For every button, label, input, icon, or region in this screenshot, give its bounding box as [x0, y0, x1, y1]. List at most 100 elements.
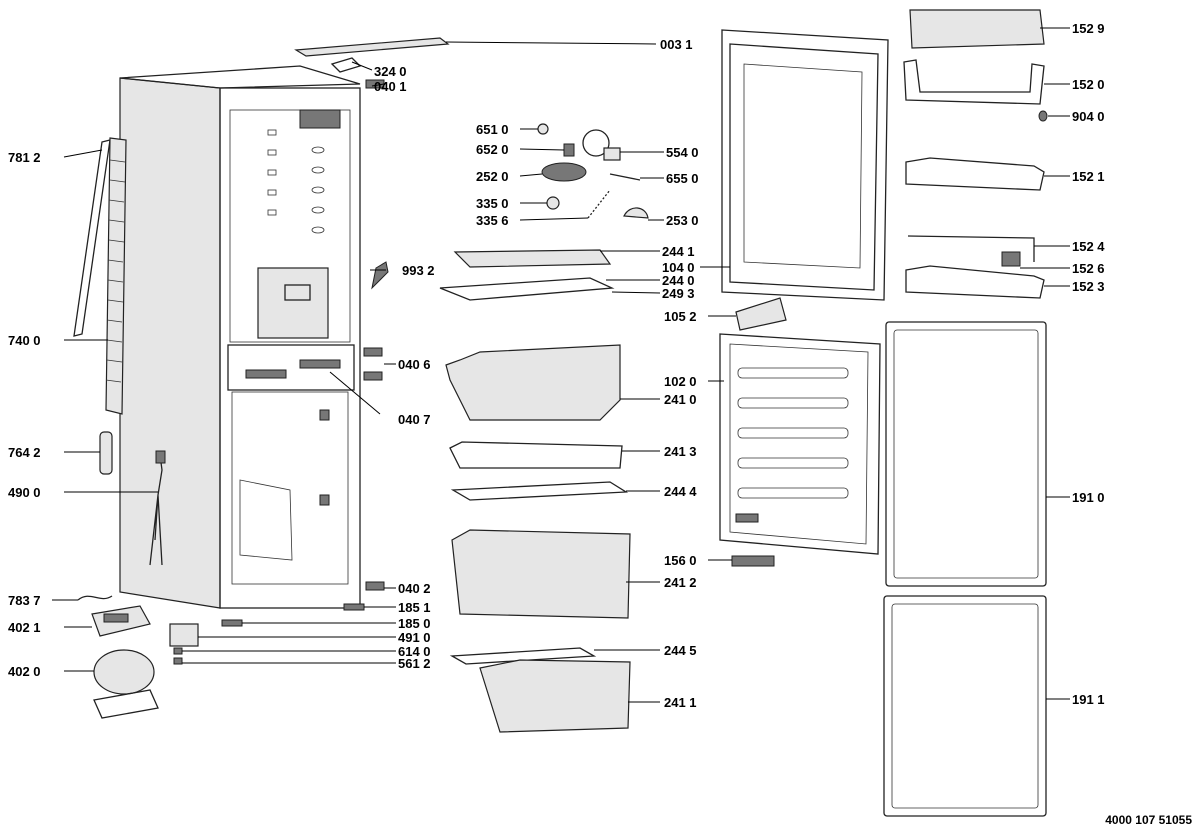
label-152-4: 152 4	[1072, 239, 1105, 254]
part-labels: 003 1 324 0 040 1 781 2 651 0 652 0 554 …	[8, 21, 1105, 710]
label-040-1: 040 1	[374, 79, 407, 94]
fridge-compartment	[229, 109, 351, 343]
cabinet-front-frame	[219, 87, 361, 609]
thermostat-block	[603, 147, 621, 161]
label-191-1: 191 1	[1072, 692, 1105, 707]
label-561-2: 561 2	[398, 656, 431, 671]
sensor-lead	[609, 173, 641, 181]
crisper-glass-cover	[450, 481, 629, 501]
freezer-door-badge	[735, 513, 759, 523]
cabinet-top	[119, 65, 361, 89]
lamp-bulb	[537, 123, 549, 135]
label-152-6: 152 6	[1072, 261, 1105, 276]
label-241-1: 241 1	[664, 695, 697, 710]
fridge-door	[721, 29, 889, 301]
label-102-0: 102 0	[664, 374, 697, 389]
label-402-1: 402 1	[8, 620, 41, 635]
label-651-0: 651 0	[476, 122, 509, 137]
divider-hinge-right	[299, 359, 341, 369]
divider-hinge-left	[245, 369, 287, 379]
cabinet	[119, 65, 361, 609]
door-hinge-105	[735, 297, 787, 331]
label-993-2: 993 2	[402, 263, 435, 278]
label-244-0: 244 0	[662, 273, 695, 288]
label-781-2: 781 2	[8, 150, 41, 165]
label-253-0: 253 0	[666, 213, 699, 228]
document-number: 4000 107 51055	[1105, 813, 1192, 827]
door-shelf-middle	[905, 157, 1045, 191]
fridge-door-inner	[729, 43, 879, 291]
label-335-0: 335 0	[476, 196, 509, 211]
shelf-supports	[267, 129, 325, 234]
freezer-hinge-socket-lower	[319, 494, 330, 506]
label-040-2: 040 2	[398, 581, 431, 596]
bottom-hinge	[343, 603, 365, 611]
thermostat-ring	[582, 129, 610, 157]
label-185-0: 185 0	[398, 616, 431, 631]
top-cover-panel	[294, 37, 450, 57]
filter-drier	[99, 431, 113, 475]
crisper-tray	[449, 441, 623, 469]
lamp-thermostat-parts	[537, 123, 649, 219]
label-156-0: 156 0	[664, 553, 697, 568]
crisper-label	[284, 284, 311, 301]
condenser-coil	[105, 137, 127, 415]
label-040-6: 040 6	[398, 357, 431, 372]
label-152-1: 152 1	[1072, 169, 1105, 184]
fridge-door-outer	[721, 29, 889, 301]
label-324-0: 324 0	[374, 64, 407, 79]
freezer-hinge-socket-upper	[319, 409, 330, 421]
label-244-5: 244 5	[664, 643, 697, 658]
door-switch	[371, 261, 389, 290]
label-764-2: 764 2	[8, 445, 41, 460]
door-shelf-lower	[905, 265, 1045, 299]
butter-compartment	[909, 9, 1045, 49]
freezer-drawer-upper	[451, 529, 631, 619]
lamp-socket	[563, 143, 575, 157]
freezer-back-plate	[239, 479, 293, 561]
label-104-0: 104 0	[662, 260, 695, 275]
middle-hinge-lower	[363, 371, 383, 381]
label-554-0: 554 0	[666, 145, 699, 160]
divider-mullion	[227, 344, 355, 391]
crisper-cover	[257, 267, 329, 339]
label-904-0: 904 0	[1072, 109, 1105, 124]
label-335-6: 335 6	[476, 213, 509, 228]
label-241-0: 241 0	[664, 392, 697, 407]
label-490-0: 490 0	[8, 485, 41, 500]
start-relay	[169, 623, 199, 647]
relay-clip	[173, 647, 183, 655]
label-244-1: 244 1	[662, 244, 695, 259]
label-241-3: 241 3	[664, 444, 697, 459]
label-003-1: 003 1	[660, 37, 693, 52]
freezer-flap	[449, 647, 597, 665]
cabinet-side-panel	[119, 77, 221, 609]
gasket-freezer-outer	[883, 595, 1047, 817]
lamp-cover	[541, 162, 587, 182]
label-740-0: 740 0	[8, 333, 41, 348]
label-185-1: 185 1	[398, 600, 431, 615]
relay-screw	[173, 657, 183, 665]
freezer-door	[719, 333, 881, 555]
air-damper	[623, 207, 649, 219]
freezer-door-ribs	[737, 367, 849, 499]
label-241-2: 241 2	[664, 575, 697, 590]
label-655-0: 655 0	[666, 171, 699, 186]
label-402-0: 402 0	[8, 664, 41, 679]
label-244-4: 244 4	[664, 484, 697, 499]
middle-hinge-upper	[363, 347, 383, 357]
label-040-7: 040 7	[398, 412, 431, 427]
glass-shelf-upper	[453, 249, 612, 268]
freezer-compartment	[231, 391, 349, 585]
top-clip	[330, 57, 362, 73]
gasket-fridge-inner	[893, 329, 1039, 579]
relay-terminal	[103, 613, 129, 623]
label-152-3: 152 3	[1072, 279, 1105, 294]
bottle-clip	[1001, 251, 1021, 267]
label-105-2: 105 2	[664, 309, 697, 324]
label-152-9: 152 9	[1072, 21, 1105, 36]
label-152-0: 152 0	[1072, 77, 1105, 92]
label-249-3: 249 3	[662, 286, 695, 301]
freezer-door-outer	[719, 333, 881, 555]
